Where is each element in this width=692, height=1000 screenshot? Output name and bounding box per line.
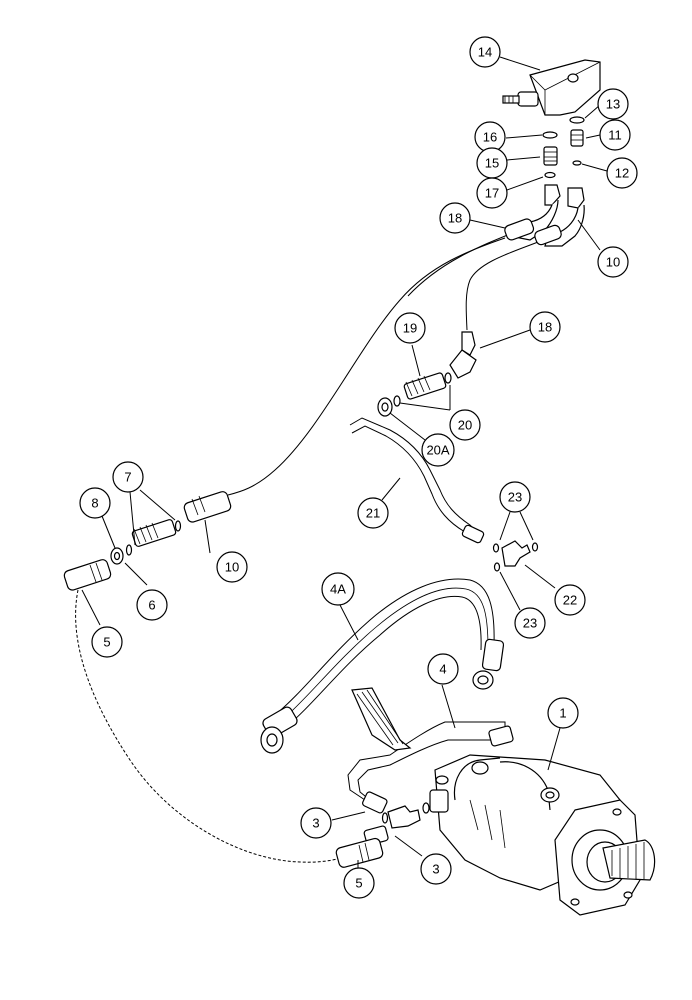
hose-end-5-lower <box>335 837 384 868</box>
callout-label: 20A <box>426 443 449 458</box>
fitting-21-end <box>461 524 485 544</box>
callout-10-upper: 10 <box>597 246 629 278</box>
hose-left-long <box>75 589 346 863</box>
oring-16 <box>542 131 558 139</box>
adapter-19 <box>403 372 447 400</box>
callout-17: 17 <box>476 177 508 209</box>
valve-block-14 <box>502 59 601 116</box>
callout-label: 13 <box>606 97 620 112</box>
callout-label: 21 <box>366 506 380 521</box>
callout-label: 23 <box>523 616 537 631</box>
callout-18-middle: 18 <box>529 311 561 343</box>
callout-5-upper: 5 <box>91 626 123 658</box>
hose-4a-inner <box>284 595 482 729</box>
hose-end-4a-right <box>472 638 505 690</box>
callout-label: 4 <box>439 662 446 677</box>
callout-5-lower: 5 <box>343 867 375 899</box>
callout-6: 6 <box>136 589 168 621</box>
callout-20: 20 <box>449 409 481 441</box>
leader-lines <box>81 56 608 868</box>
nut-8 <box>110 547 124 565</box>
callout-18-upper: 18 <box>439 202 471 234</box>
callout-20a: 20A <box>421 433 455 467</box>
callout-8: 8 <box>79 487 111 519</box>
hydraulic-motor-1 <box>429 754 656 916</box>
hose-upper-left <box>227 237 506 496</box>
callout-23-upper: 23 <box>499 481 531 513</box>
callout-3-left: 3 <box>300 807 332 839</box>
protective-sleeve <box>351 687 412 751</box>
oring-3 <box>381 802 430 824</box>
tube-4-b <box>357 739 510 801</box>
callout-label: 7 <box>124 470 131 485</box>
callout-16: 16 <box>474 121 506 153</box>
hose-upper-right <box>465 237 549 331</box>
tube-21 <box>349 417 481 536</box>
callout-label: 15 <box>485 156 499 171</box>
callout-label: 10 <box>606 255 620 270</box>
callout-label: 23 <box>508 490 522 505</box>
callout-label: 6 <box>148 598 155 613</box>
callout-19: 19 <box>394 312 426 344</box>
oring-12 <box>572 160 582 166</box>
callout-label: 20 <box>458 418 472 433</box>
callout-label: 8 <box>91 496 98 511</box>
callout-label: 5 <box>355 876 362 891</box>
hose-end-10-top <box>534 187 585 247</box>
callout-label: 19 <box>403 321 417 336</box>
callout-21: 21 <box>357 497 389 529</box>
elbow-18-mid <box>449 331 477 379</box>
hose-4a-stripe <box>279 587 489 723</box>
fitting-3-upper <box>362 791 388 814</box>
callout-label: 12 <box>615 166 629 181</box>
callout-12: 12 <box>606 157 638 189</box>
callout-label: 14 <box>478 45 492 60</box>
callout-11: 11 <box>599 119 631 151</box>
nut-20a <box>377 397 393 417</box>
callout-label: 3 <box>312 816 319 831</box>
hose-4a-outer <box>274 578 495 716</box>
callout-label: 1 <box>559 706 566 721</box>
tube-4-end <box>488 725 514 747</box>
tee-3 <box>387 805 421 829</box>
callout-label: 17 <box>485 186 499 201</box>
callout-label: 3 <box>432 862 439 877</box>
oring-7 <box>125 520 182 556</box>
callout-label: 4A <box>330 582 346 597</box>
tube-21-b <box>351 425 475 541</box>
callout-15: 15 <box>476 147 508 179</box>
callout-1: 1 <box>547 697 579 729</box>
adapter-7 <box>131 519 177 547</box>
hose-end-5-upper <box>63 559 112 591</box>
oring-23 <box>492 542 539 572</box>
callout-14: 14 <box>469 36 501 68</box>
callout-23-lower: 23 <box>514 607 546 639</box>
hose-upper-left-inner <box>407 231 516 297</box>
callout-7: 7 <box>112 461 144 493</box>
callout-label: 11 <box>608 128 622 143</box>
oring-20 <box>393 372 452 407</box>
adapter-11 <box>570 129 584 147</box>
oring-17 <box>544 171 556 179</box>
callout-label: 22 <box>563 593 577 608</box>
tube-4 <box>347 721 506 801</box>
callout-label: 10 <box>225 560 239 575</box>
hose-end-10-left <box>183 491 232 523</box>
callout-label: 18 <box>538 320 552 335</box>
callout-4a: 4A <box>321 572 355 606</box>
callout-label: 18 <box>448 211 462 226</box>
callout-10-left: 10 <box>216 551 248 583</box>
hose-end-4a-left <box>260 706 298 754</box>
callout-label: 16 <box>483 130 497 145</box>
callout-13: 13 <box>597 88 629 120</box>
callout-3-right: 3 <box>420 853 452 885</box>
adapter-15 <box>543 146 558 166</box>
callout-4: 4 <box>427 653 459 685</box>
oring-13 <box>569 116 585 124</box>
callout-label: 5 <box>103 635 110 650</box>
callout-22: 22 <box>554 584 586 616</box>
hose-end-18-top <box>504 184 561 241</box>
tee-22 <box>501 540 531 567</box>
